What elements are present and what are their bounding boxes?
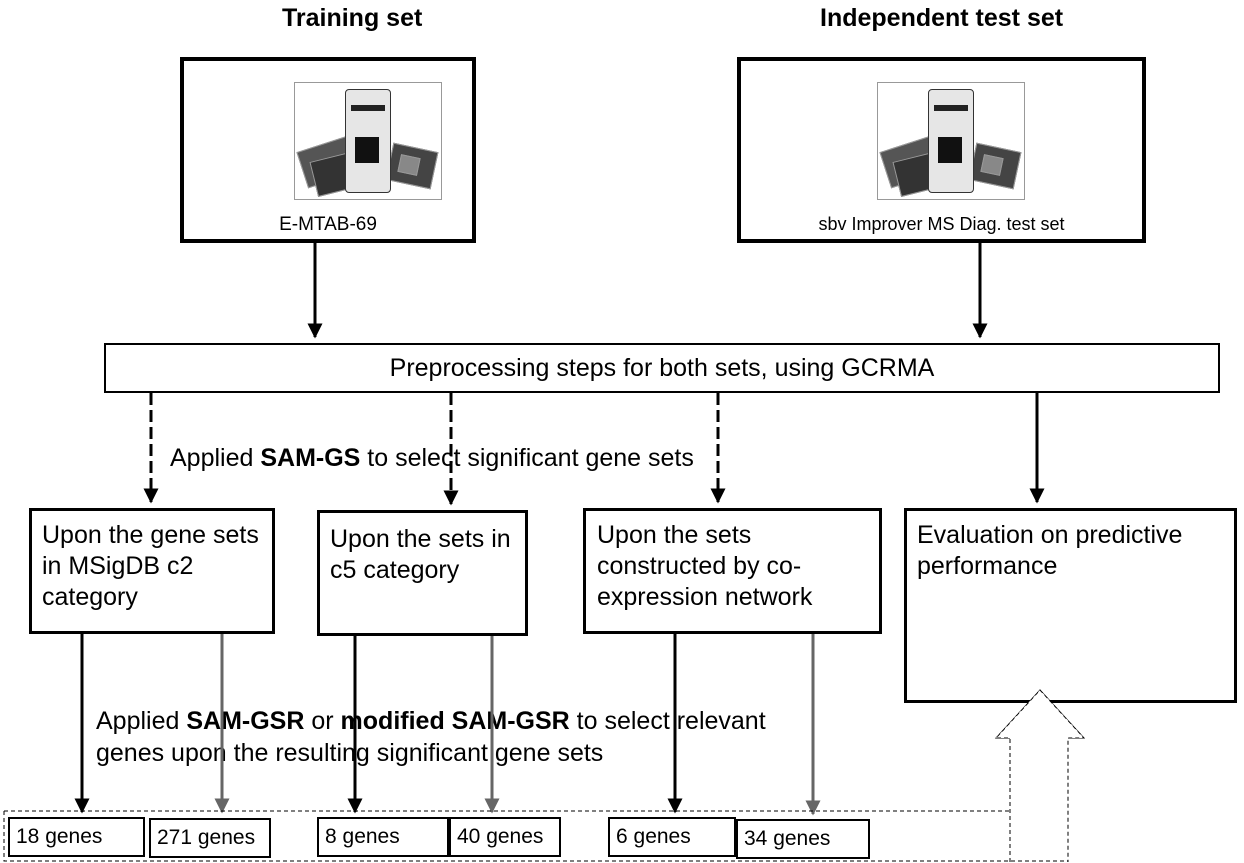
gene-count-box: 34 genes: [736, 819, 870, 859]
training-dataset-caption: E-MTAB-69: [279, 214, 377, 235]
evaluation-box: Evaluation on predictive performance: [904, 508, 1237, 703]
category-box-c5: Upon the sets in c5 category: [317, 510, 528, 636]
test-set-header: Independent test set: [820, 4, 1064, 32]
gene-count-box: 18 genes: [8, 817, 145, 857]
gene-count-box: 8 genes: [317, 817, 449, 857]
gene-results-bracket-bottom: [3, 811, 1068, 862]
gene-count-box: 6 genes: [608, 817, 736, 857]
preprocessing-box: Preprocessing steps for both sets, using…: [104, 343, 1220, 393]
genechip-image: [877, 82, 1025, 200]
samgsr-label: Applied SAM-GSR or modified SAM-GSR to s…: [96, 707, 766, 735]
samgsr-label-line2: genes upon the resulting significant gen…: [96, 739, 604, 767]
preprocessing-label: Preprocessing steps for both sets, using…: [389, 354, 935, 382]
category-coexpression-label: Upon the sets constructed by co-expressi…: [597, 521, 813, 611]
gene-count-label: 40 genes: [457, 825, 544, 848]
gene-count-label: 8 genes: [325, 825, 400, 848]
training-dataset-box: E-MTAB-69: [180, 57, 476, 243]
hollow-up-arrow: [994, 689, 1086, 862]
gene-count-box: 271 genes: [149, 818, 271, 858]
samgs-label: Applied SAM-GS to select significant gen…: [170, 444, 694, 472]
gene-count-label: 34 genes: [744, 827, 831, 850]
gene-count-label: 271 genes: [157, 826, 256, 849]
gene-results-bracket: [4, 689, 1086, 812]
gene-count-box: 40 genes: [449, 817, 561, 857]
evaluation-label: Evaluation on predictive performance: [917, 521, 1183, 580]
test-dataset-box: sbv Improver MS Diag. test set: [737, 57, 1146, 243]
category-c2-label: Upon the gene sets in MSigDB c2 category: [42, 521, 259, 611]
genechip-image: [294, 82, 442, 200]
test-dataset-caption: sbv Improver MS Diag. test set: [818, 214, 1065, 234]
training-set-header: Training set: [282, 4, 423, 32]
category-c5-label: Upon the sets in c5 category: [330, 525, 511, 584]
gene-count-label: 6 genes: [616, 825, 691, 848]
gene-count-label: 18 genes: [16, 825, 103, 848]
category-box-coexpression: Upon the sets constructed by co-expressi…: [583, 508, 882, 634]
category-box-c2: Upon the gene sets in MSigDB c2 category: [29, 508, 275, 634]
